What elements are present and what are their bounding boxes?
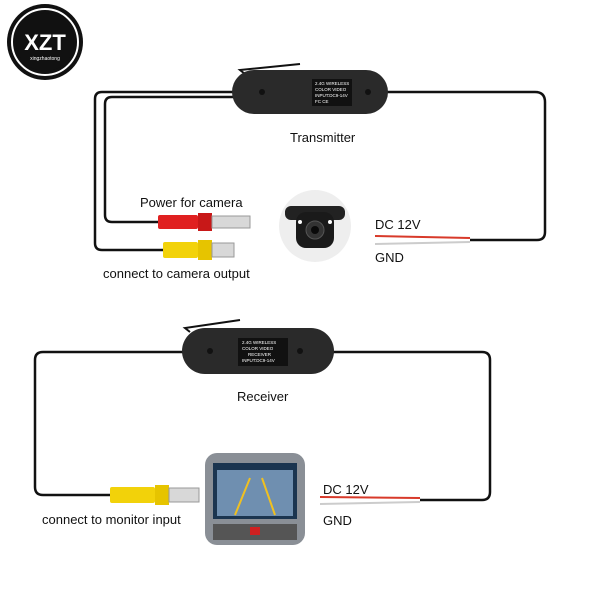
transmitter-module: 2.4G WIRELESS COLOR VIDEO INPUT:DC9-14V …: [232, 70, 388, 114]
receiver-title: Receiver: [237, 389, 289, 404]
receiver-dc-label: DC 12V: [323, 482, 369, 497]
camera-image: [279, 190, 351, 262]
red-power-plug: [158, 213, 251, 231]
receiver-module: 2.4G WIRELESS COLOR VIDEO RECEIVER INPUT…: [182, 328, 334, 374]
transmitter-cables: [93, 90, 547, 252]
receiver-cables: [33, 350, 492, 502]
transmitter-dc-wires: [374, 235, 471, 245]
yellow-rca-plug: [163, 240, 235, 260]
receiver-antenna: [182, 319, 241, 333]
svg-text:INPUT:DC9-14V: INPUT:DC9-14V: [315, 93, 348, 98]
camera-output-label: connect to camera output: [103, 266, 250, 281]
svg-text:XZT: XZT: [24, 30, 66, 55]
monitor-image: [205, 453, 305, 545]
svg-text:COLOR VIDEO: COLOR VIDEO: [315, 87, 347, 92]
transmitter-dc-label: DC 12V: [375, 217, 421, 232]
xzt-logo: XZT xingzhaotong: [7, 4, 83, 80]
svg-text:2.4G WIRELESS: 2.4G WIRELESS: [242, 340, 276, 345]
transmitter-antenna: [237, 63, 301, 75]
monitor-input-label: connect to monitor input: [42, 512, 181, 527]
svg-text:INPUT:DC9-14V: INPUT:DC9-14V: [242, 358, 275, 363]
svg-text:2.4G WIRELESS: 2.4G WIRELESS: [315, 81, 349, 86]
svg-text:RECEIVER: RECEIVER: [248, 352, 272, 357]
yellow-rca-plug-receiver: [110, 485, 200, 505]
svg-text:FC CE: FC CE: [315, 99, 329, 104]
power-for-camera-label: Power for camera: [140, 195, 243, 210]
transmitter-gnd-label: GND: [375, 250, 404, 265]
svg-text:COLOR VIDEO: COLOR VIDEO: [242, 346, 274, 351]
receiver-gnd-label: GND: [323, 513, 352, 528]
svg-text:xingzhaotong: xingzhaotong: [30, 56, 60, 62]
receiver-dc-wires: [319, 496, 421, 505]
transmitter-title: Transmitter: [290, 130, 356, 145]
